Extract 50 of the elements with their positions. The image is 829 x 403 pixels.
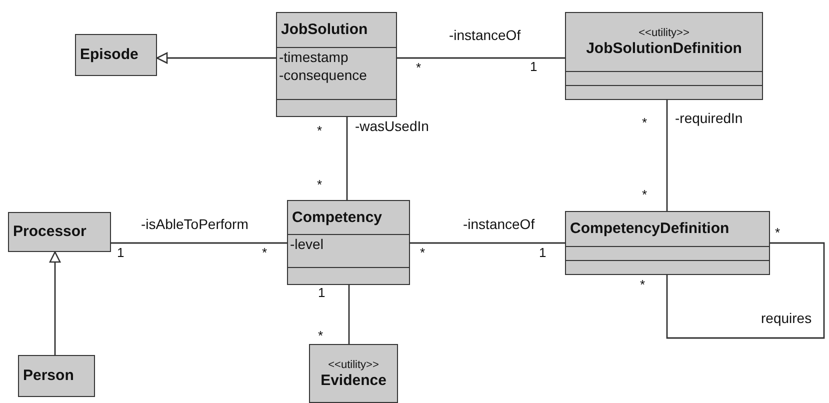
class-name: Evidence [320,372,386,390]
attribute-text: -level [290,235,324,253]
edge-label: -isAbleToPerform [140,216,250,232]
class-name: Person [23,367,74,385]
stereotype-text: <<utility>> [638,26,690,40]
attribute-text: -consequence [279,66,368,84]
multiplicity-label: * [262,246,268,260]
multiplicity-label: * [317,178,322,192]
class-box [276,12,397,117]
multiplicity-label: * [642,116,648,130]
attribute-text: -timestamp [279,48,350,66]
generalization-arrow [156,52,276,64]
association-line [410,242,565,244]
multiplicity-label: * [317,124,322,138]
edge-label: -instanceOf [462,216,536,232]
edge-label: requires [760,310,813,326]
class-box [75,34,157,76]
association-line [346,117,348,200]
multiplicity-label: * [642,188,648,202]
class-box [565,211,770,275]
association-line [666,100,668,211]
edge-label: -wasUsedIn [354,118,430,134]
class-name: Episode [80,46,138,64]
stereotype-text: <<utility>> [328,358,379,372]
multiplicity-label: * [420,246,426,260]
edge-label: -instanceOf [448,27,522,43]
multiplicity-label: 1 [318,286,326,300]
class-box [8,212,111,252]
generalization-arrow [49,251,61,355]
class-box [309,344,398,403]
association-line [666,242,825,339]
class-name: CompetencyDefinition [570,220,730,238]
class-name: Processor [13,223,86,241]
association-line [397,57,565,59]
class-name: JobSolutionDefinition [586,40,742,58]
class-name: JobSolution [281,21,368,39]
class-name: Competency [292,208,382,226]
association-line [111,242,287,244]
multiplicity-label: 1 [539,246,546,260]
class-box [287,200,410,285]
multiplicity-label: * [416,61,422,75]
association-line [348,285,350,344]
multiplicity-label: * [775,226,780,240]
class-box [18,355,95,397]
class-box [565,12,763,100]
edge-label: -requiredIn [674,110,744,126]
multiplicity-label: 1 [117,246,124,260]
multiplicity-label: 1 [530,60,538,74]
multiplicity-label: * [640,278,646,292]
multiplicity-label: * [318,329,324,343]
